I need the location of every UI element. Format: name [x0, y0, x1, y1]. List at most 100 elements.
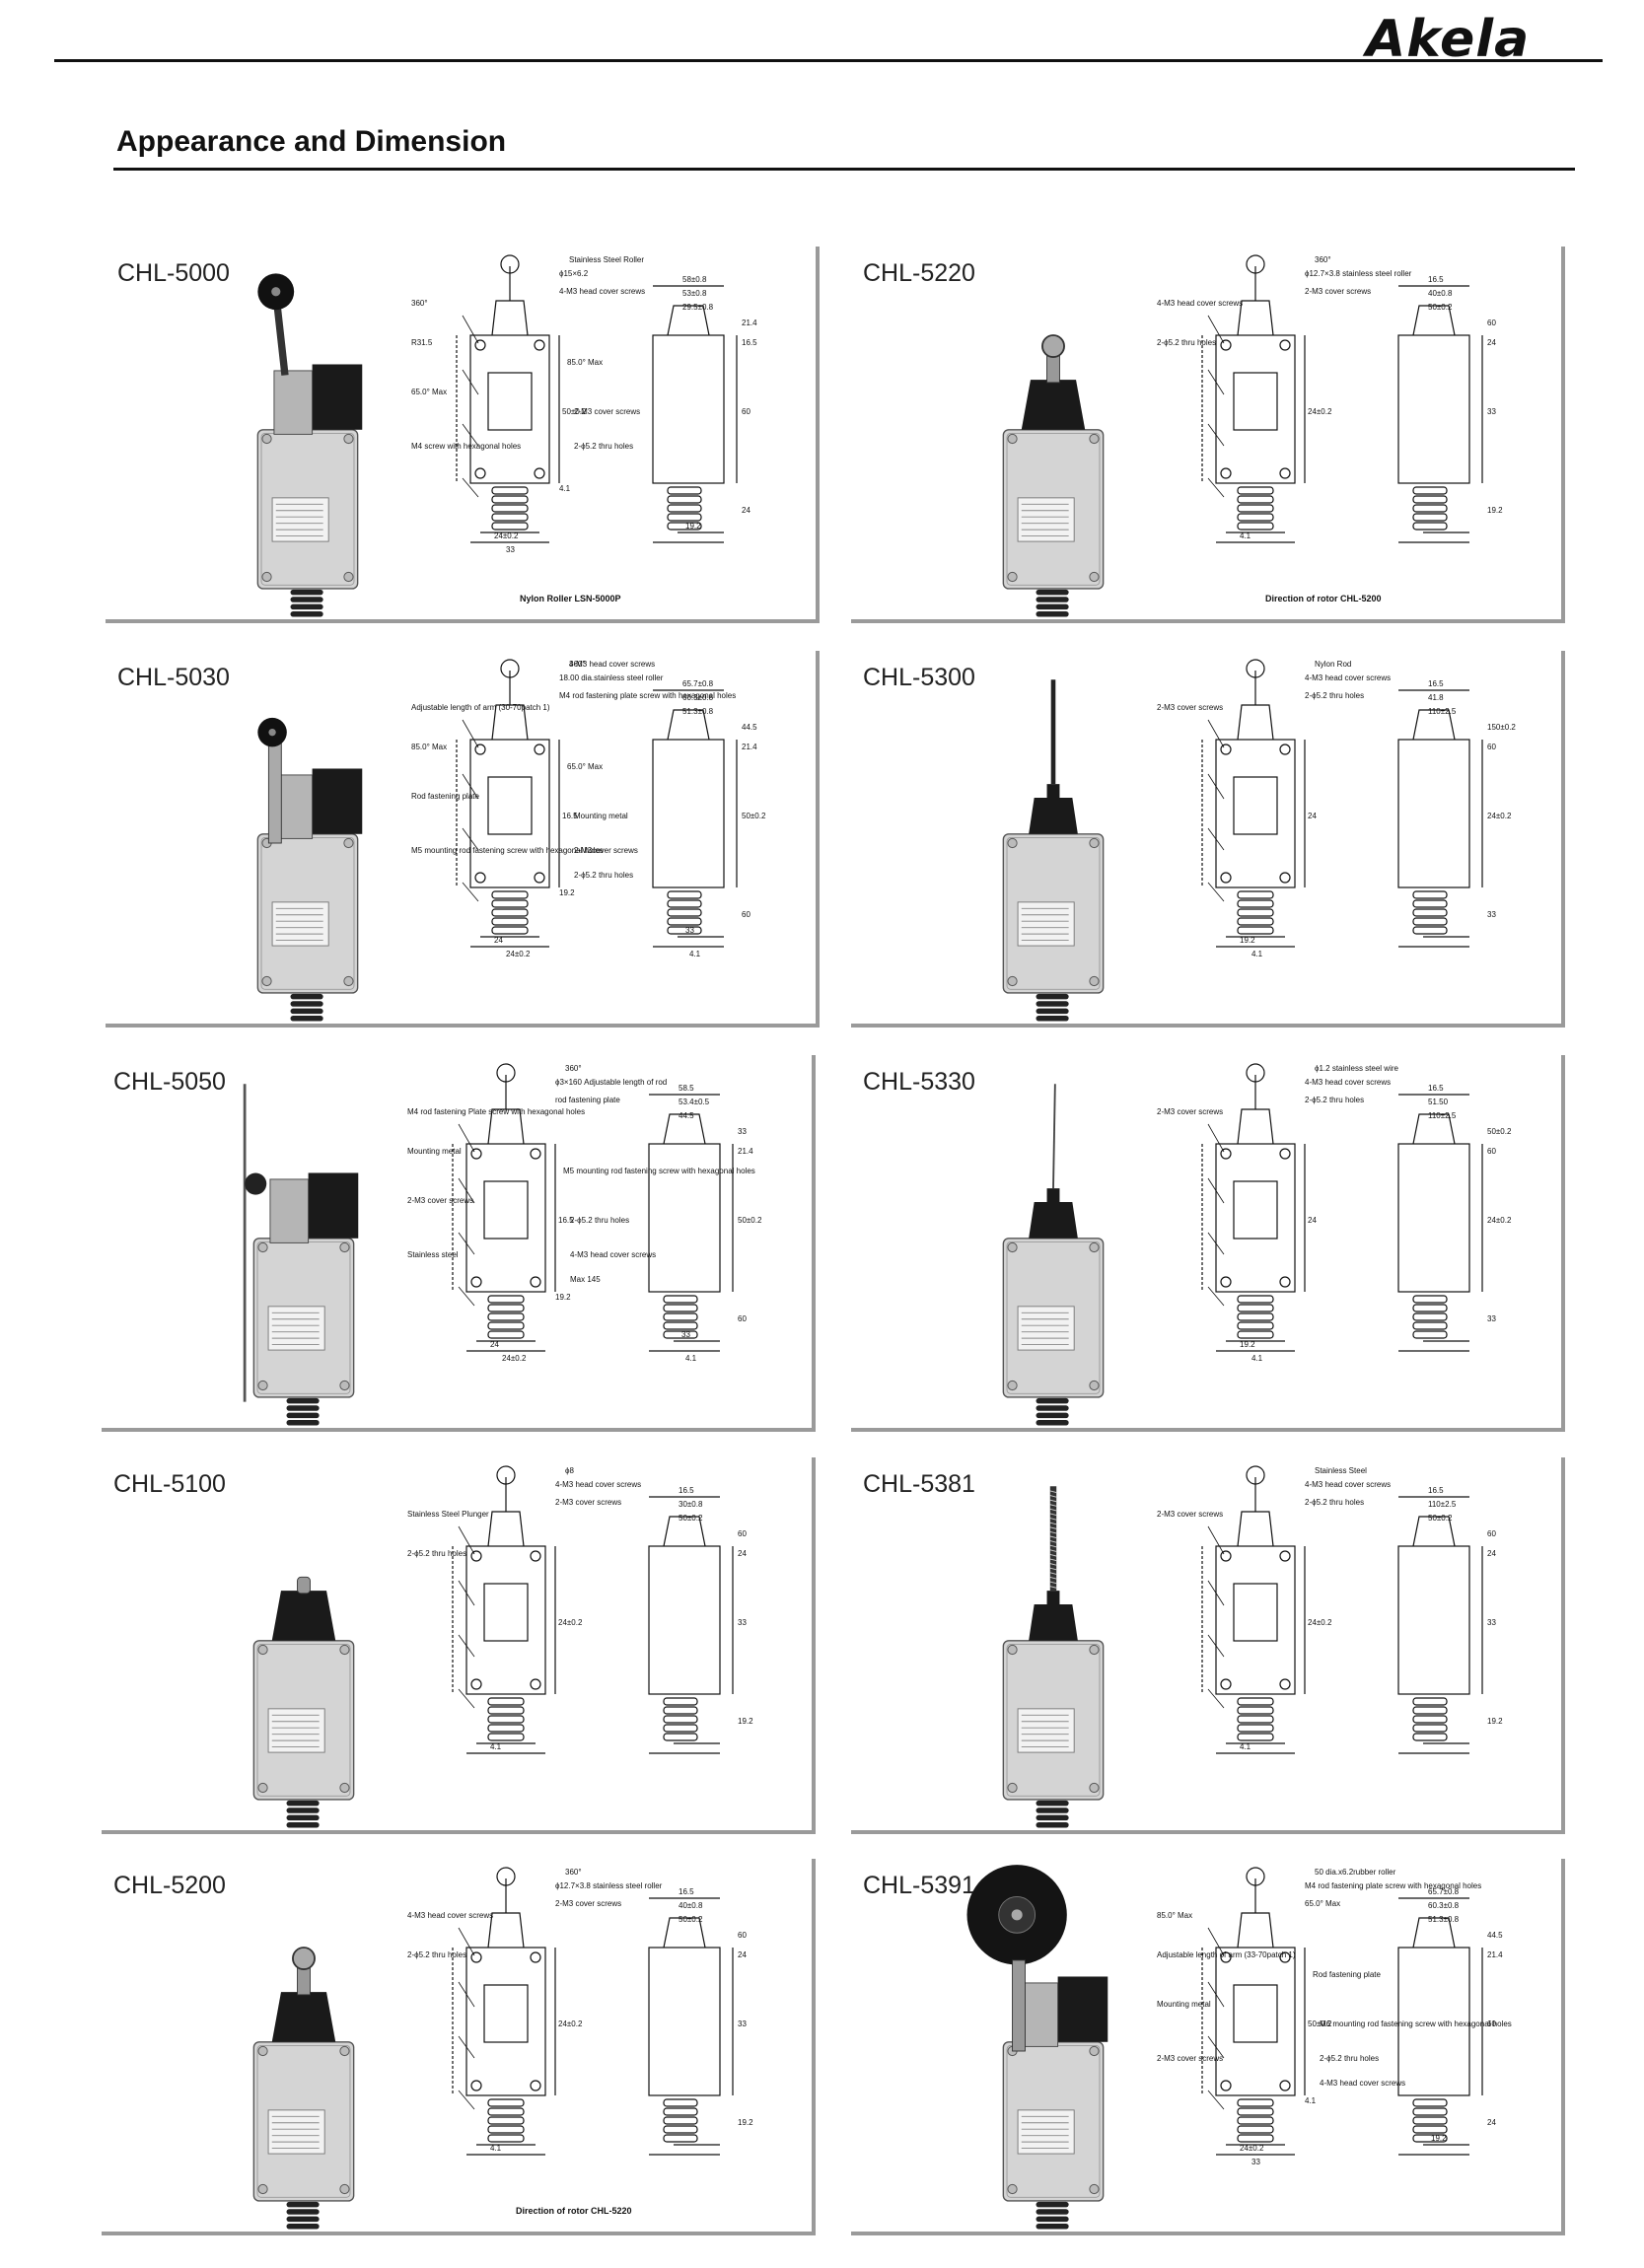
- callout-label: 360°: [565, 1064, 582, 1073]
- callout-label: 2-ϕ5.2 thru holes: [570, 1216, 629, 1225]
- callout-label: Stainless Steel: [1315, 1466, 1367, 1475]
- dimension-label: 65.7±0.8: [1428, 1887, 1460, 1896]
- dimension-label: 50±0.2: [1428, 1514, 1453, 1523]
- dimension-label: 24: [490, 1340, 499, 1349]
- model-label: CHL-5100: [113, 1470, 226, 1498]
- callout-label: ϕ1.2 stainless steel wire: [1315, 1064, 1399, 1073]
- callout-label: Mounting metal: [1157, 2000, 1211, 2009]
- callout-label: Stainless steel: [407, 1250, 459, 1259]
- dimension-label: 33: [1251, 2158, 1260, 2166]
- dimension-label: 24±0.2: [1487, 1216, 1512, 1225]
- dimension-label: 33: [506, 545, 515, 554]
- dimension-label: 24: [738, 1950, 747, 1959]
- dimension-label: 40±0.8: [679, 1901, 703, 1910]
- callout-label: 2-M3 cover screws: [1157, 1510, 1223, 1519]
- callout-label: 4-M3 head cover screws: [1305, 673, 1391, 682]
- dimension-label: 110±2.5: [1428, 1500, 1457, 1509]
- dimension-label: 24±0.2: [558, 2020, 583, 2028]
- callout-label: M4 screw with hexagonal holes: [411, 442, 521, 451]
- dimension-label: 24: [1308, 1216, 1317, 1225]
- callout-label: 85.0° Max: [567, 358, 603, 367]
- callout-label: 2-ϕ5.2 thru holes: [407, 1549, 466, 1558]
- model-label: CHL-5030: [117, 664, 230, 691]
- callout-label: R31.5: [411, 338, 433, 347]
- dimension-label: 16.5: [1428, 1486, 1444, 1495]
- dimension-label: 150±0.2: [1487, 723, 1516, 732]
- dimension-label: 30±0.8: [679, 1500, 703, 1509]
- dimension-label: 50±0.2: [742, 812, 766, 820]
- callout-label: Stainless Steel Plunger: [407, 1510, 489, 1519]
- dimension-label: 4.1: [1251, 950, 1263, 958]
- callout-label: ϕ15×6.2: [559, 269, 589, 278]
- dimension-label: 24±0.2: [506, 950, 531, 958]
- dimension-label: 60.3±0.8: [1428, 1901, 1460, 1910]
- brand-logo: Akela: [1366, 10, 1531, 69]
- dimension-label: 4.1: [1240, 1742, 1251, 1751]
- callout-label: 2-ϕ5.2 thru holes: [1320, 2054, 1379, 2063]
- callout-label: 65.0° Max: [1305, 1899, 1340, 1908]
- dimension-label: 50±0.2: [1428, 303, 1453, 312]
- callout-label: 4-M3 head cover screws: [559, 287, 645, 296]
- dimension-label: 24: [1487, 2118, 1496, 2127]
- dimension-label: 65.7±0.8: [682, 679, 714, 688]
- switch-photo: [210, 1878, 397, 2230]
- model-label: CHL-5330: [863, 1068, 975, 1096]
- dimension-label: 19.2: [1240, 1340, 1255, 1349]
- dimension-label: 16.5: [679, 1887, 694, 1896]
- model-label: CHL-5300: [863, 664, 975, 691]
- dimension-label: 33: [1487, 910, 1496, 919]
- dimension-label: 21.4: [742, 319, 757, 327]
- callout-label: 4-M3 head cover screws: [1305, 1480, 1391, 1489]
- callout-label: 2-ϕ5.2 thru holes: [407, 1950, 466, 1959]
- page-title: Appearance and Dimension: [116, 125, 507, 158]
- dimension-label: 4.1: [559, 484, 571, 493]
- dimension-label: 50±0.2: [679, 1915, 703, 1924]
- header-rule: [54, 59, 1603, 62]
- dimension-label: 53.4±0.5: [679, 1098, 710, 1106]
- dimension-label: 24: [742, 506, 751, 515]
- callout-label: 2-M3cover screws: [574, 846, 638, 855]
- dimension-label: 4.1: [490, 1742, 502, 1751]
- dimension-label: 4.1: [1240, 532, 1251, 540]
- dimension-label: 19.2: [1487, 506, 1503, 515]
- dimension-label: 19.2: [738, 1717, 753, 1726]
- callout-label: Nylon Rod: [1315, 660, 1351, 669]
- callout-label: ϕ12.7×3.8 stainless steel roller: [1305, 269, 1412, 278]
- dimension-label: 19.2: [1487, 1717, 1503, 1726]
- dimension-label: 21.4: [738, 1147, 753, 1156]
- dimension-label: 51.3±0.8: [682, 707, 714, 716]
- dimension-label: 60: [742, 910, 751, 919]
- callout-label: 2-M3 cover screws: [574, 407, 640, 416]
- callout-label: 85.0° Max: [411, 743, 447, 751]
- dimension-label: 58±0.8: [682, 275, 707, 284]
- callout-label: Rod fastening plate: [1313, 1970, 1381, 1979]
- dimension-label: 19.2: [1240, 936, 1255, 945]
- dimension-label: 50±0.2: [1487, 1127, 1512, 1136]
- callout-label: ϕ8: [565, 1466, 574, 1475]
- callout-label: 360°: [565, 1868, 582, 1877]
- dimension-label: 60: [738, 1314, 747, 1323]
- callout-label: 2-M3 cover screws: [555, 1899, 621, 1908]
- callout-label: 2-M3 cover screws: [1157, 1107, 1223, 1116]
- callout-label: 2-M3 cover screws: [1157, 703, 1223, 712]
- dimension-label: 16.5: [742, 338, 757, 347]
- callout-label: ϕ12.7×3.8 stainless steel roller: [555, 1881, 663, 1890]
- dimension-label: 4.1: [1305, 2096, 1317, 2105]
- model-label: CHL-5391: [863, 1872, 975, 1899]
- callout-label: Adjustable length of arm (30-70patch 1): [411, 703, 550, 712]
- callout-label: M4 rod fastening plate screw with hexago…: [559, 691, 736, 700]
- dimension-label: 110±2.5: [1428, 1111, 1457, 1120]
- dimension-drawing: Nylon Rod 4-M3 head cover screws 2-M3 cove…: [1147, 651, 1561, 1024]
- dimension-label: 24: [1487, 1549, 1496, 1558]
- dimension-label: 29.5±0.8: [682, 303, 714, 312]
- dimension-label: 24±0.2: [1308, 1618, 1332, 1627]
- dimension-label: 19.2: [555, 1293, 571, 1302]
